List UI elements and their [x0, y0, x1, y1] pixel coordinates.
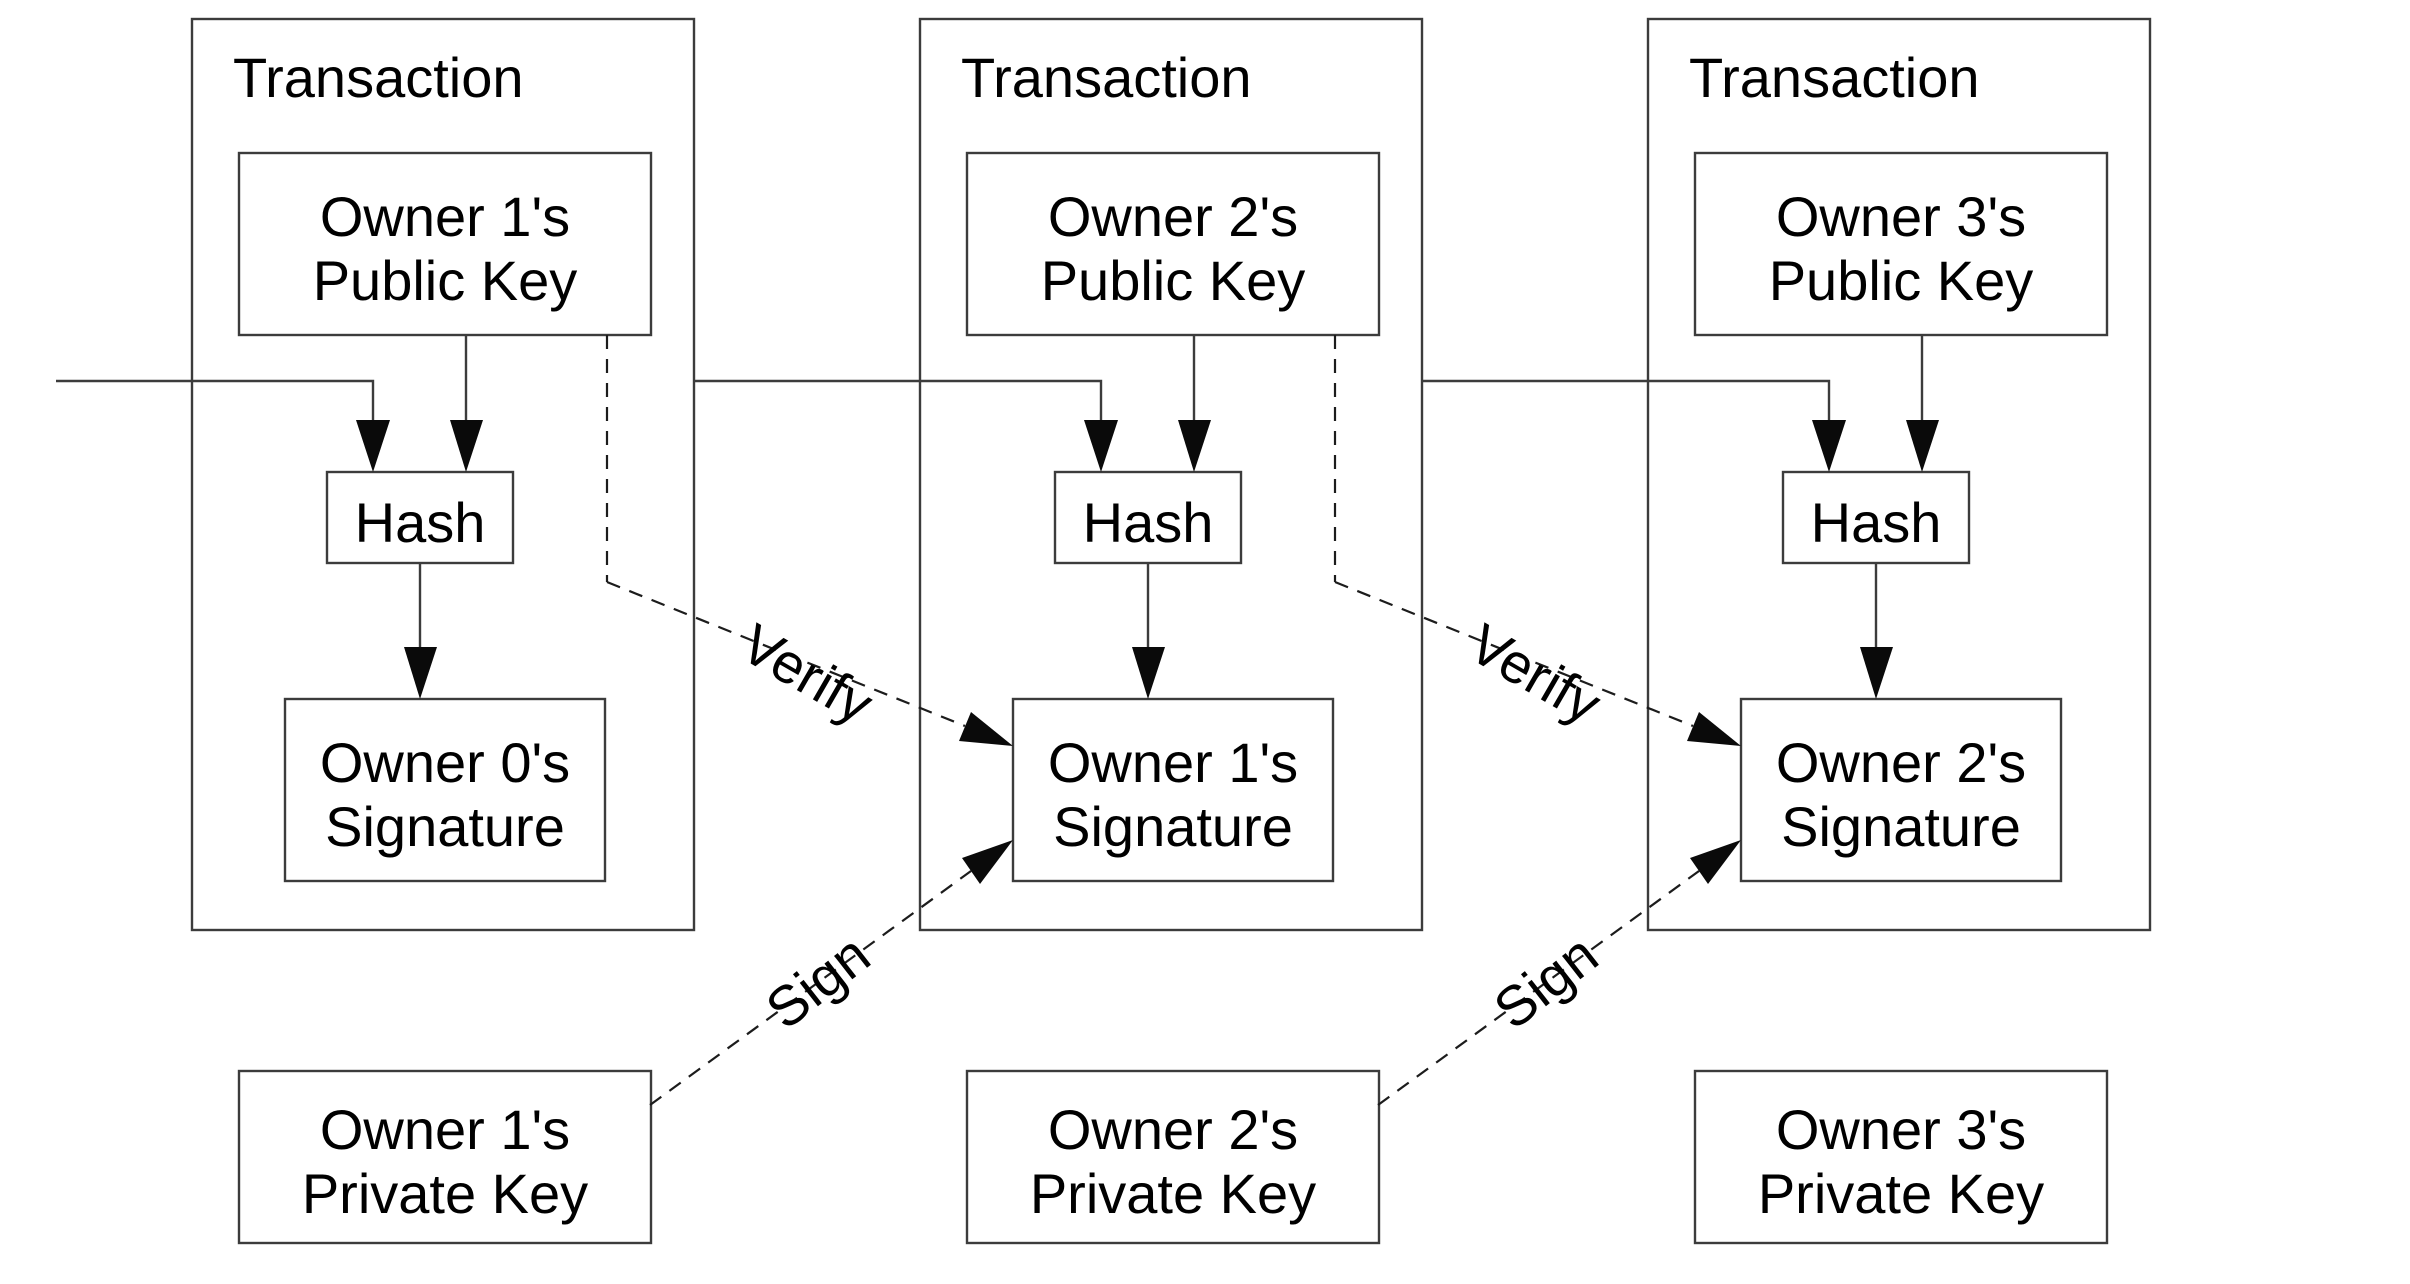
chain-arrowhead-hash-2	[1084, 420, 1118, 472]
transaction-box-1	[190, 17, 696, 932]
chain-line-into-hash-3	[1422, 379, 1831, 421]
public-key-to-hash-arrowhead-1	[450, 420, 483, 472]
private-key-box-2	[965, 1069, 1381, 1245]
public-key-box-2	[965, 151, 1381, 337]
verify-arrowhead-2	[1687, 712, 1741, 746]
chain-line-into-hash-1	[56, 379, 375, 421]
hash-label-3: Hash	[1810, 490, 1942, 554]
transaction-title-3: Transaction	[1689, 46, 1980, 109]
signature-box-1	[283, 697, 607, 883]
verify-arrow-2-to-3	[1333, 335, 1741, 746]
verify-arrowhead-1	[959, 712, 1013, 746]
hash-to-signature-arrowhead-3	[1860, 647, 1893, 699]
public-key-to-hash-arrowhead-2	[1178, 420, 1211, 472]
hash-label-1: Hash	[354, 490, 486, 554]
private-key-box-3	[1693, 1069, 2109, 1245]
transaction-group-3	[1422, 17, 2152, 1245]
chain-line-into-hash-2	[694, 379, 1103, 421]
signature-box-2	[1011, 697, 1335, 883]
sign-arrowhead-2	[1690, 840, 1741, 884]
transaction-group-1	[56, 17, 696, 1245]
hash-to-signature-arrowhead-2	[1132, 647, 1165, 699]
transaction-box-2	[918, 17, 1424, 932]
sign-arrow-2-to-3	[1377, 840, 1741, 1106]
transaction-group-2	[694, 17, 1424, 1245]
verify-dashed-diagonal-2	[1334, 580, 1694, 728]
verify-arrow-1-to-2	[605, 335, 1013, 746]
private-key-box-1	[237, 1069, 653, 1245]
sign-arrowhead-1	[962, 840, 1013, 884]
public-key-box-1	[237, 151, 653, 337]
hash-label-2: Hash	[1082, 490, 1214, 554]
chain-arrowhead-hash-1	[356, 420, 390, 472]
chain-arrowhead-hash-3	[1812, 420, 1846, 472]
sign-arrow-1-to-2	[649, 840, 1013, 1106]
transaction-box-3	[1646, 17, 2152, 932]
hash-to-signature-arrowhead-1	[404, 647, 437, 699]
public-key-to-hash-arrowhead-3	[1906, 420, 1939, 472]
signature-box-3	[1739, 697, 2063, 883]
transaction-title-2: Transaction	[961, 46, 1252, 109]
verify-dashed-diagonal-1	[606, 580, 966, 728]
public-key-box-3	[1693, 151, 2109, 337]
sign-dashed-diagonal-2	[1377, 870, 1700, 1106]
transaction-title-1: Transaction	[233, 46, 524, 109]
sign-dashed-diagonal-1	[649, 870, 972, 1106]
